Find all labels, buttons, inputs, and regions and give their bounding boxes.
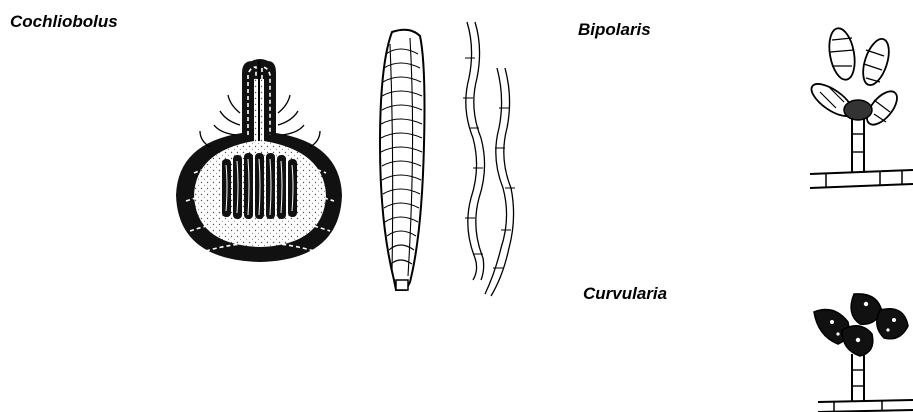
bipolaris-conidiophore	[852, 118, 864, 172]
curvularia-conidia	[814, 294, 908, 356]
curvularia-label: Curvularia	[583, 284, 667, 304]
curvularia-illustration	[808, 290, 913, 412]
ascus-illustration	[370, 24, 430, 296]
bipolaris-illustration	[808, 22, 913, 197]
ascospores-illustration	[455, 18, 520, 298]
curvularia-hypha	[818, 400, 913, 412]
bipolaris-hypha	[810, 170, 913, 188]
pseudothecium-illustration	[170, 55, 350, 270]
cochliobolus-label: Cochliobolus	[10, 12, 118, 32]
ascospore-2	[485, 68, 507, 294]
bipolaris-label: Bipolaris	[578, 20, 651, 40]
ascospore-1	[466, 22, 477, 280]
curvularia-conidiophore	[852, 354, 864, 402]
